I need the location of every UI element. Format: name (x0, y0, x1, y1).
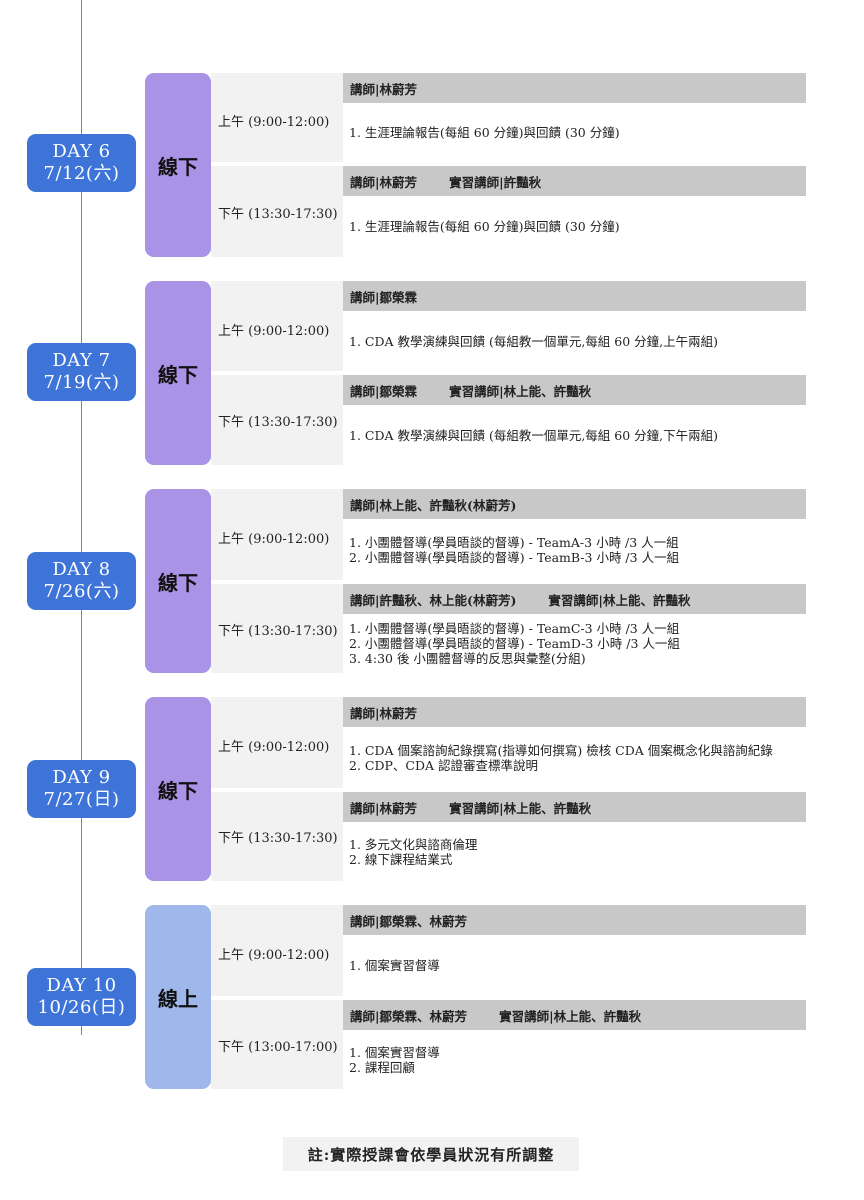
day-date: 7/26(六) (43, 581, 120, 602)
content-line: 2. 線下課程結業式 (349, 851, 453, 867)
pm-time: 下午 (13:30-17:30) (218, 207, 338, 222)
am-time: 上午 (9:00-12:00) (218, 532, 330, 547)
day-badge: DAY 10 10/26(日) (27, 968, 136, 1026)
instructor-label: 講師|林上能、許豔秋(林蔚芳) (350, 497, 517, 513)
content-line: 1. 個案實習督導 (349, 1044, 440, 1060)
day-badge: DAY 7 7/19(六) (27, 343, 136, 401)
am-time: 上午 (9:00-12:00) (218, 948, 330, 963)
instructor-bar: 講師|鄒榮霖、林蔚芳 實習講師|林上能、許豔秋 (343, 1000, 806, 1030)
session-content: 1. CDA 教學演練與回饋 (每組教一個單元,每組 60 分鐘,上午兩組) (343, 311, 806, 371)
adjustment-note: 註:實際授課會依學員狀況有所調整 (283, 1137, 579, 1171)
day-number: DAY 9 (52, 767, 111, 788)
content-line: 1. 生涯理論報告(每組 60 分鐘)與回饋 (30 分鐘) (349, 125, 620, 140)
session-divider (211, 580, 806, 584)
instructor-bar: 講師|林蔚芳 (343, 697, 806, 727)
content-line: 1. CDA 教學演練與回饋 (每組教一個單元,每組 60 分鐘,上午兩組) (349, 333, 719, 349)
mode-label: 線下 (158, 570, 198, 595)
day-date: 7/19(六) (43, 372, 120, 393)
pm-time: 下午 (13:30-17:30) (218, 831, 338, 846)
content-line: 2. 小團體督導(學員晤談的督導) - TeamB-3 小時 /3 人一組 (349, 549, 680, 565)
instructor-bar: 講師|鄒榮霖 實習講師|林上能、許豔秋 (343, 375, 806, 405)
session-content: 1. 個案實習督導 (343, 935, 806, 996)
mode-box: 線下 (145, 73, 211, 257)
session-content: 1. 生涯理論報告(每組 60 分鐘)與回饋 (30 分鐘) (343, 103, 806, 162)
day-badge: DAY 9 7/27(日) (27, 760, 136, 818)
session-content: 1. 個案實習督導 2. 課程回顧 (343, 1030, 806, 1089)
mode-box: 線上 (145, 905, 211, 1089)
instructor-label: 講師|鄒榮霖、林蔚芳 (350, 1008, 468, 1024)
content-line: 2. 課程回顧 (349, 1059, 415, 1075)
day-number: DAY 6 (52, 141, 111, 162)
day-date: 7/12(六) (43, 163, 120, 184)
content-line: 1. 小團體督導(學員晤談的督導) - TeamA-3 小時 /3 人一組 (349, 534, 679, 550)
content-line: 1. CDA 個案諮詢紀錄撰寫(指導如何撰寫) 檢核 CDA 個案概念化與諮詢紀… (349, 742, 773, 758)
content-line: 1. 生涯理論報告(每組 60 分鐘)與回饋 (30 分鐘) (349, 219, 620, 234)
session-content: 1. 多元文化與諮商倫理 2. 線下課程結業式 (343, 822, 806, 881)
day-number: DAY 10 (46, 975, 117, 996)
mode-label: 線下 (158, 154, 198, 179)
instructor-bar: 講師|許豔秋、林上能(林蔚芳) 實習講師|林上能、許豔秋 (343, 584, 806, 614)
content-line: 2. 小團體督導(學員晤談的督導) - TeamD-3 小時 /3 人一組 (349, 636, 680, 651)
session-content: 1. 小團體督導(學員晤談的督導) - TeamA-3 小時 /3 人一組 2.… (343, 519, 806, 580)
session-content: 1. CDA 教學演練與回饋 (每組教一個單元,每組 60 分鐘,下午兩組) (343, 405, 806, 465)
mode-box: 線下 (145, 697, 211, 881)
pm-time: 下午 (13:30-17:30) (218, 624, 338, 639)
instructor-label: 講師|林蔚芳 (350, 800, 418, 816)
content-line: 3. 4:30 後 小團體督導的反思與彙整(分組) (349, 651, 586, 666)
mode-box: 線下 (145, 489, 211, 673)
am-time: 上午 (9:00-12:00) (218, 115, 330, 130)
session-divider (211, 371, 806, 375)
content-line: 2. CDP、CDA 認證審查標準說明 (349, 757, 538, 773)
day-date: 7/27(日) (43, 789, 120, 810)
instructor-label: 講師|鄒榮霖 (350, 383, 418, 399)
instructor-label: 講師|林蔚芳 (350, 81, 418, 97)
mode-label: 線下 (158, 778, 198, 803)
content-line: 1. 多元文化與諮商倫理 (349, 836, 478, 852)
pm-time: 下午 (13:00-17:00) (218, 1040, 338, 1055)
session-divider (211, 996, 806, 1000)
assistant-label: 實習講師|許豔秋 (449, 174, 542, 190)
mode-box: 線下 (145, 281, 211, 465)
instructor-label: 講師|鄒榮霖、林蔚芳 (350, 913, 468, 929)
mode-label: 線下 (158, 362, 198, 387)
assistant-label: 實習講師|林上能、許豔秋 (548, 592, 691, 608)
session-content: 1. 生涯理論報告(每組 60 分鐘)與回饋 (30 分鐘) (343, 196, 806, 257)
instructor-bar: 講師|林蔚芳 (343, 73, 806, 103)
instructor-bar: 講師|林蔚芳 實習講師|許豔秋 (343, 166, 806, 196)
day-number: DAY 7 (52, 350, 111, 371)
instructor-label: 講師|林蔚芳 (350, 705, 418, 721)
session-divider (211, 162, 806, 166)
instructor-bar: 講師|鄒榮霖 (343, 281, 806, 311)
instructor-bar: 講師|林上能、許豔秋(林蔚芳) (343, 489, 806, 519)
timeline-line (81, 0, 82, 1035)
day-date: 10/26(日) (37, 997, 126, 1018)
content-line: 1. CDA 教學演練與回饋 (每組教一個單元,每組 60 分鐘,下午兩組) (349, 427, 719, 443)
session-content: 1. 小團體督導(學員晤談的督導) - TeamC-3 小時 /3 人一組 2.… (343, 614, 806, 673)
instructor-bar: 講師|林蔚芳 實習講師|林上能、許豔秋 (343, 792, 806, 822)
instructor-bar: 講師|鄒榮霖、林蔚芳 (343, 905, 806, 935)
mode-label: 線上 (158, 986, 198, 1011)
session-content: 1. CDA 個案諮詢紀錄撰寫(指導如何撰寫) 檢核 CDA 個案概念化與諮詢紀… (343, 727, 806, 788)
content-line: 1. 個案實習督導 (349, 958, 440, 973)
instructor-label: 講師|鄒榮霖 (350, 289, 418, 305)
day-badge: DAY 8 7/26(六) (27, 552, 136, 610)
day-badge: DAY 6 7/12(六) (27, 134, 136, 192)
assistant-label: 實習講師|林上能、許豔秋 (449, 800, 592, 816)
assistant-label: 實習講師|林上能、許豔秋 (449, 383, 592, 399)
am-time: 上午 (9:00-12:00) (218, 324, 330, 339)
am-time: 上午 (9:00-12:00) (218, 740, 330, 755)
instructor-label: 講師|林蔚芳 (350, 174, 418, 190)
assistant-label: 實習講師|林上能、許豔秋 (499, 1008, 642, 1024)
session-divider (211, 788, 806, 792)
day-number: DAY 8 (52, 559, 111, 580)
content-line: 1. 小團體督導(學員晤談的督導) - TeamC-3 小時 /3 人一組 (349, 621, 680, 636)
pm-time: 下午 (13:30-17:30) (218, 415, 338, 430)
instructor-label: 講師|許豔秋、林上能(林蔚芳) (350, 592, 517, 608)
